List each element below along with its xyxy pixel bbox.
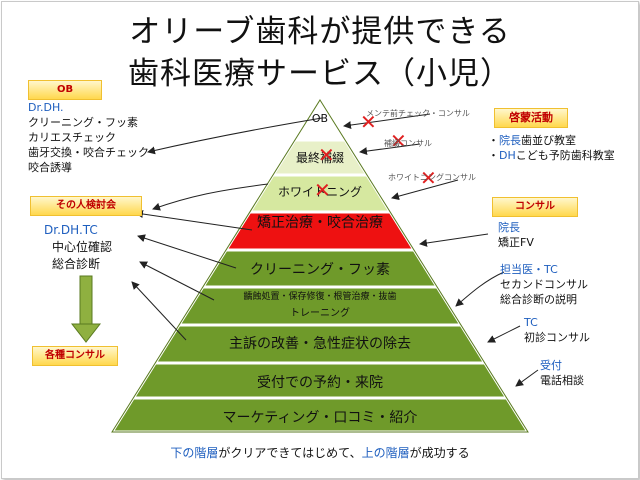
review-role: Dr.DH.TC [44,223,98,237]
arrow-maint-note [343,113,431,129]
arrow-tc2 [487,325,521,343]
arrow-tier5-to-left [137,234,237,269]
tag-various-consult: 各種コンサル [32,346,118,366]
cross-mark-whitening-tier: ✕ [314,178,331,202]
director-block: 院長 矯正FV [498,220,534,250]
note-maintenance-consult: メンテ前チェック・コンサル [366,109,470,118]
arrow-ob-to-left [147,117,323,155]
arrow-tier7-to-left [131,281,187,341]
tier-label-orthodontics: 矯正治療・咬合治療 [257,215,383,231]
ob-item: 咬合誘導 [28,161,72,174]
tc-item: セカンドコンサル [500,278,588,291]
cross-mark-whitening-note: ✕ [420,166,437,190]
ob-item: カリエスチェック [28,131,116,144]
review-block: Dr.DH.TC 中心位確認 総合診断 [44,222,112,273]
ob-role: Dr.DH. [28,101,64,114]
review-item: 総合診断 [52,257,101,271]
ob-item: クリーニング・フッ素 [28,116,138,129]
tag-ob: OB [28,80,102,100]
tc2-role: TC [524,316,538,329]
tag-case-review: その人検討会 [30,196,142,216]
reception-text: 電話相談 [540,374,584,387]
tc-block: 担当医・TC セカンドコンサル 総合診断の説明 [500,262,588,307]
tag-outreach: 啓蒙活動 [494,108,568,128]
reception-role: 受付 [540,359,562,372]
slide-title-line2: 歯科医療サービス（小児） [128,56,512,92]
tc-item: 総合診断の説明 [500,293,577,306]
arrow-tier4-to-left [135,210,253,231]
pyramid-outline [111,99,529,433]
tier-label-training: トレーニング [290,308,350,319]
tier-label-whitening: ホワイトニング [277,185,362,199]
note-whitening-consult: ホワイトニングコンサル [388,173,476,182]
footer-caption: 下の階層がクリアできてはじめて、上の階層が成功する [170,446,470,460]
outreach-item-director: ・院長歯並び教室 [488,134,576,147]
arrow-whitening-note [391,179,459,201]
director-role: 院長 [498,221,520,234]
note-prosthesis-consult: 補綴コンサル [384,139,432,148]
tier-label-chief-complaint: 主訴の改善・急性症状の除去 [229,336,411,352]
cross-mark-prosthesis-note: ✕ [390,129,407,153]
tier-label-treatment: 齲蝕処置・保存修復・根管治療・抜歯 [243,292,397,302]
arrow-reception [515,369,539,387]
cross-mark-prosthesis-tier: ✕ [318,143,335,167]
arrow-tc [455,271,505,307]
tc2-text: 初診コンサル [524,331,590,344]
down-arrow-head [70,323,102,343]
outreach-block: ・院長歯並び教室 ・DHこども予防歯科教室 [488,133,615,163]
arrow-tier6-to-left [139,261,215,301]
cross-mark-maintenance: ✕ [360,110,377,134]
review-item: 中心位確認 [52,240,113,254]
tc-role: 担当医・TC [500,263,558,276]
outreach-item-dh: ・DHこども予防歯科教室 [488,149,615,162]
ob-item: 歯牙交換・咬合チェック [28,146,149,159]
tier-label-ob: OB [311,112,329,125]
reception-block: 受付 電話相談 [540,358,584,388]
tier-label-reception: 受付での予約・来院 [257,375,383,391]
director-text: 矯正FV [498,236,534,249]
arrow-director [419,233,489,247]
ob-role-block: Dr.DH. クリーニング・フッ素 カリエスチェック 歯牙交換・咬合チェック 咬… [28,100,149,175]
down-arrow-shaft [79,275,93,327]
arrow-whitening-to-left [152,183,269,211]
tc2-block: TC 初診コンサル [524,315,590,345]
tier-label-cleaning: クリーニング・フッ素 [250,262,390,278]
slide-title-line1: オリーブ歯科が提供できる [129,14,511,50]
tag-consult: コンサル [492,197,578,217]
arrow-prosthesis-note [359,143,421,156]
tier-label-prosthesis: 最終補綴 [295,151,344,165]
tier-label-marketing: マーケティング・口コミ・紹介 [222,410,418,426]
